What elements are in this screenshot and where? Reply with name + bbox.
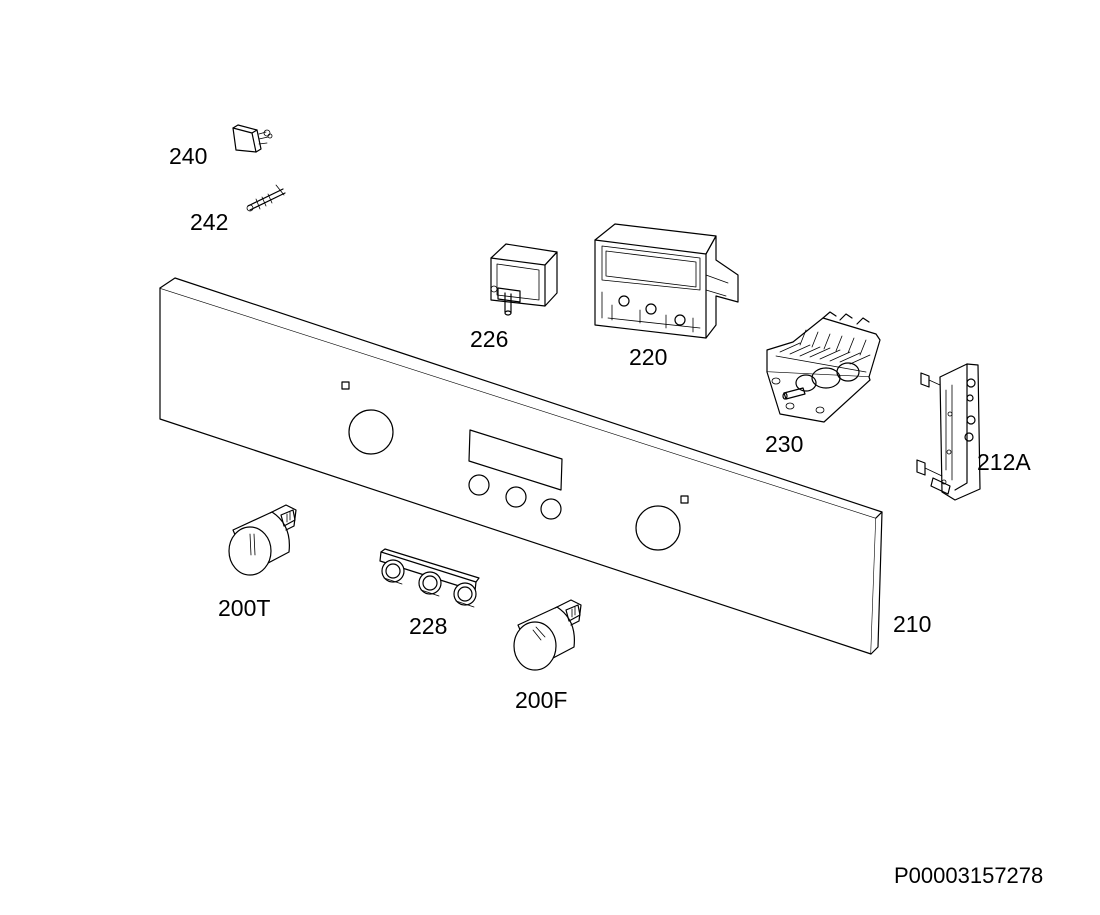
label-226: 226 [470,326,508,352]
part-230-selector-switch [766,311,881,423]
label-228: 228 [409,613,447,639]
document-number: P00003157278 [894,863,1043,888]
label-212A: 212A [977,449,1031,475]
part-200F-knob [513,599,582,671]
part-220-display-module [594,223,739,339]
label-200T: 200T [218,595,270,621]
label-200F: 200F [515,687,567,713]
part-200T-knob [228,504,297,576]
part-226-switch [490,243,558,316]
part-228-push-buttons [379,548,480,608]
label-220: 220 [629,344,667,370]
part-212A-bracket [916,363,981,501]
label-230: 230 [765,431,803,457]
part-240-cap [232,124,273,153]
part-242-pin [246,184,286,212]
label-210: 210 [893,611,931,637]
label-242: 242 [190,209,228,235]
label-240: 240 [169,143,207,169]
part-210-control-panel [159,277,883,655]
